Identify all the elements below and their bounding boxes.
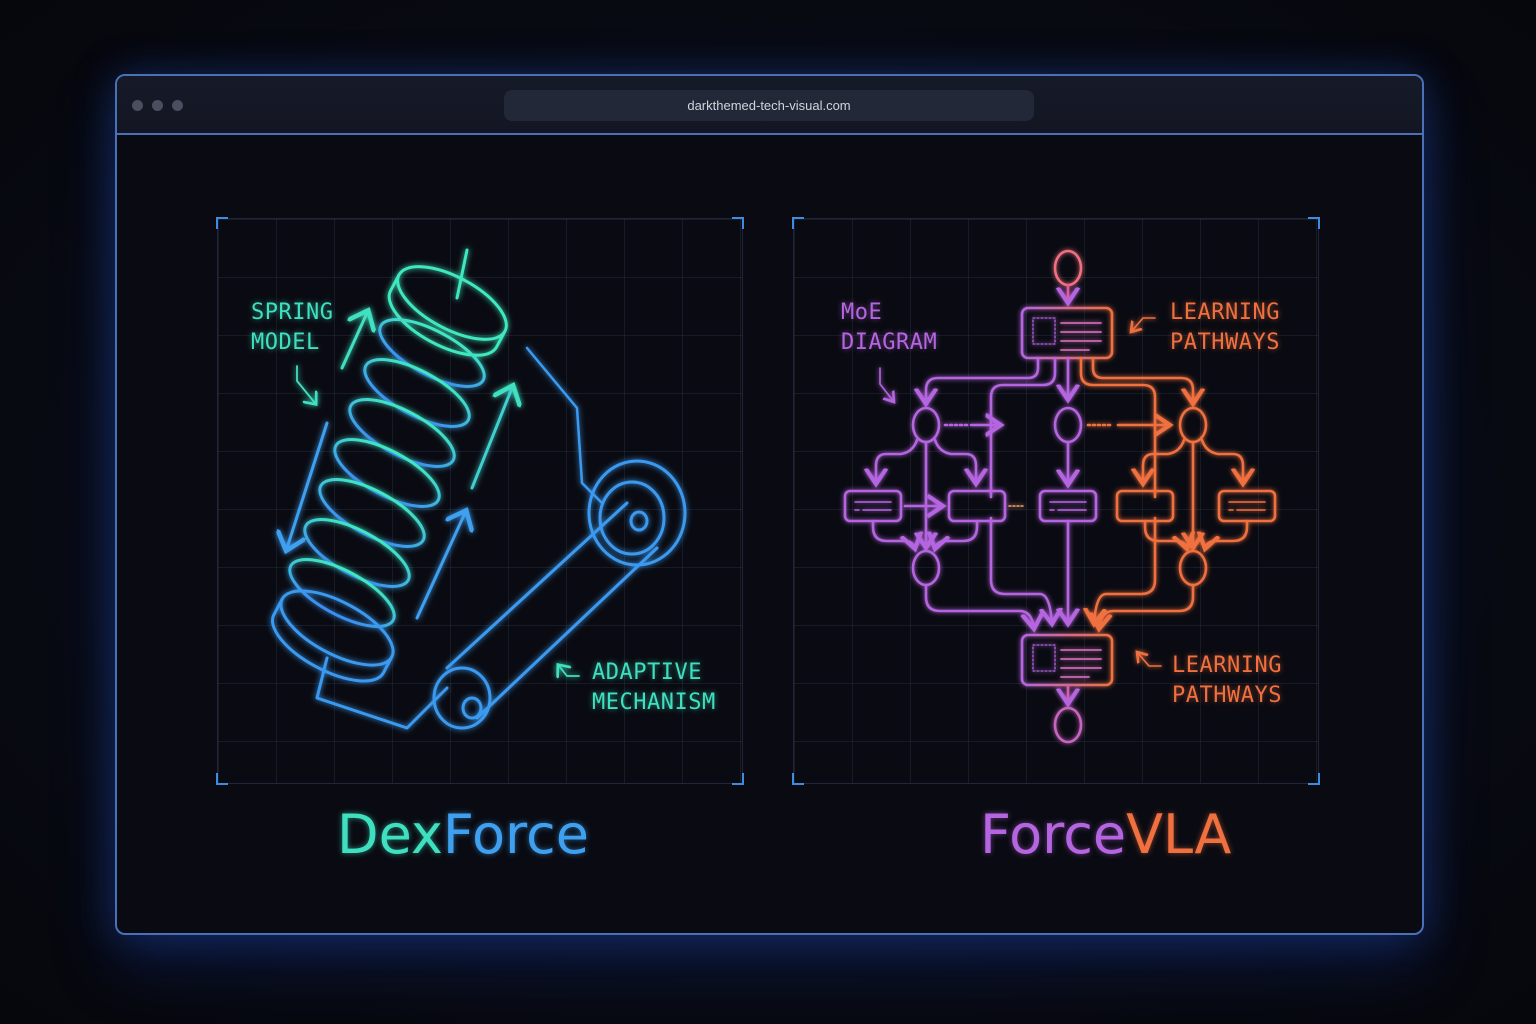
corner-bracket <box>1308 773 1320 785</box>
forcevla-title: ForceVLA <box>980 803 1231 866</box>
window-minimize-dot[interactable] <box>152 100 163 111</box>
title-force: Force <box>980 803 1127 866</box>
corner-bracket <box>732 217 744 229</box>
corner-bracket <box>1308 217 1320 229</box>
corner-bracket <box>792 217 804 229</box>
learning-pathways-bottom-label: LEARNING PATHWAYS <box>1172 653 1282 708</box>
learning-pathways-top-label: LEARNING PATHWAYS <box>1170 300 1280 355</box>
corner-bracket <box>792 773 804 785</box>
title-force: Force <box>442 803 589 866</box>
window-close-dot[interactable] <box>132 100 143 111</box>
adaptive-mechanism-label: ADAPTIVE MECHANISM <box>592 660 716 715</box>
spring-model-label: SPRING MODEL <box>251 300 334 355</box>
dexforce-panel: SPRING MODEL ADAPTIVE MECHANISM <box>216 217 744 785</box>
forcevla-panel: MoE DIAGRAM LEARNING PATHWAYS LEARNING P… <box>792 217 1320 785</box>
moe-diagram-label: MoE DIAGRAM <box>841 300 938 355</box>
title-vla: VLA <box>1126 803 1232 866</box>
corner-bracket <box>732 773 744 785</box>
browser-titlebar: darkthemed-tech-visual.com <box>117 76 1422 135</box>
moe-flow-diagram <box>843 249 1277 744</box>
window-maximize-dot[interactable] <box>172 100 183 111</box>
address-bar[interactable]: darkthemed-tech-visual.com <box>504 90 1034 121</box>
corner-bracket <box>216 217 228 229</box>
grid-background <box>217 218 743 784</box>
dexforce-title: DexForce <box>337 803 589 866</box>
browser-window: darkthemed-tech-visual.com <box>115 74 1424 935</box>
title-dex: Dex <box>337 803 443 866</box>
spring-mechanism-illustration <box>270 248 687 730</box>
corner-bracket <box>216 773 228 785</box>
